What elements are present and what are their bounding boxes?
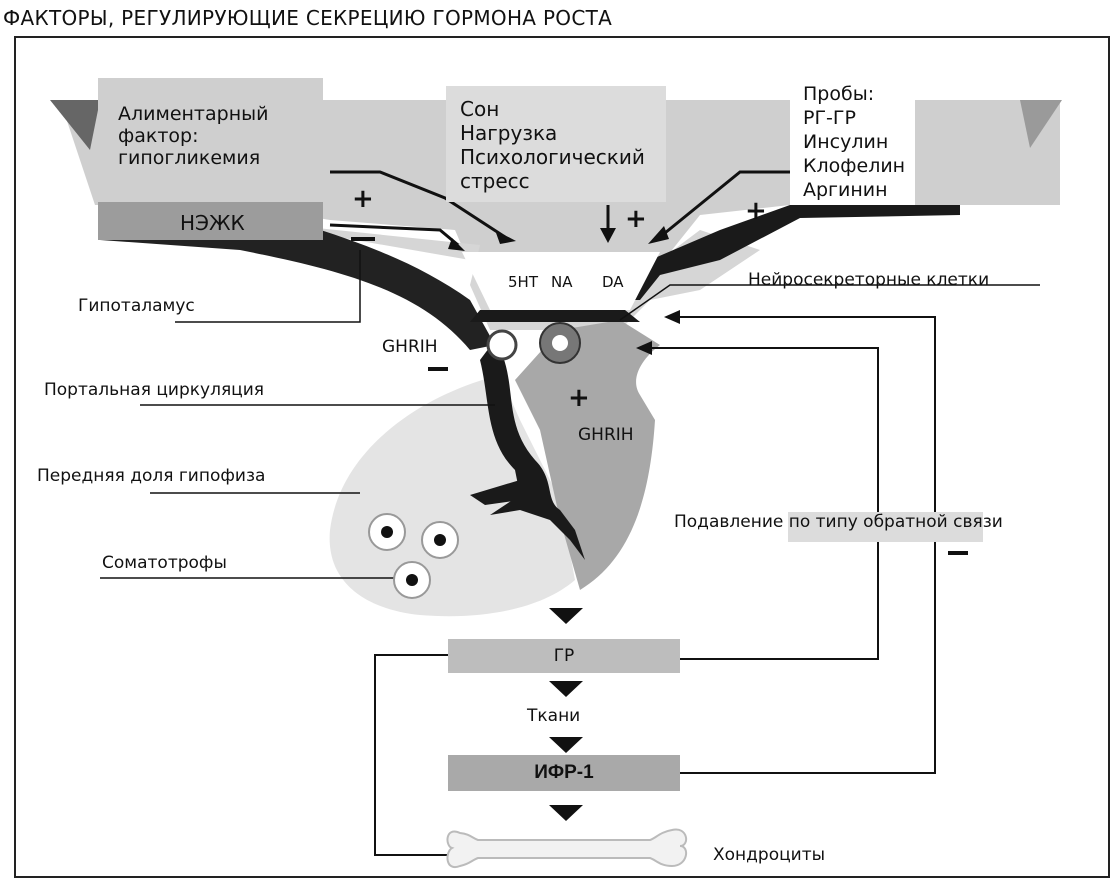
neurosecretory-label: Нейросекреторные клетки (748, 270, 989, 290)
gr-bar: ГР (448, 639, 680, 673)
bone-icon (447, 829, 686, 867)
alimentary-label: Алиментарный фактор: гипогликемия (118, 103, 268, 169)
ghrih-neuron (488, 331, 516, 359)
chondrocytes-label: Хондроциты (713, 845, 825, 865)
plus-sign-ghrh: + (568, 385, 590, 411)
somatotroph-nucleus (406, 574, 418, 586)
igf-bar: ИФР-1 (448, 755, 680, 791)
flow-arrow (549, 681, 583, 697)
feedback-label: Подавление по типу обратной связи (674, 512, 1003, 532)
nezhk-label: НЭЖК (180, 211, 245, 235)
somatotroph-nucleus (381, 526, 393, 538)
ghrih-top-label: GHRIH (382, 337, 438, 357)
minus-sign-ghrih (428, 367, 448, 371)
plus-sign-tests: + (745, 198, 767, 224)
somatotroph-nucleus (434, 534, 446, 546)
anterior-label: Передняя доля гипофиза (37, 466, 265, 486)
flow-arrow (549, 608, 583, 624)
tests-label: Пробы: РГ-ГР Инсулин Клофелин Аргинин (803, 82, 905, 202)
neurotransmitter-da: DA (602, 273, 624, 291)
neurotransmitter-5ht: 5HT (508, 273, 538, 291)
gr-to-chondrocytes (375, 655, 450, 855)
gr-label: ГР (448, 639, 680, 673)
hypothalamus-label: Гипоталамус (78, 296, 195, 316)
neurotransmitter-na: NA (551, 273, 572, 291)
flow-arrow (549, 805, 583, 821)
sleep-label: Сон Нагрузка Психологический стресс (460, 97, 645, 193)
tissues-label: Ткани (527, 706, 580, 726)
feedback-arrowhead (664, 310, 680, 324)
portal-label: Портальная циркуляция (44, 380, 264, 400)
minus-sign-alimentary (351, 237, 375, 241)
ghrh-neuron-core (552, 335, 568, 351)
somatotrophs-label: Соматотрофы (102, 553, 227, 573)
plus-sign-sleep: + (625, 206, 647, 232)
flow-arrow (549, 737, 583, 753)
neurotransmitter-floor (470, 310, 640, 322)
feedback-igf (667, 317, 935, 773)
ghrih-right-label: GHRIH (578, 425, 634, 445)
minus-sign-feedback (948, 551, 968, 555)
feedback-gr (640, 348, 878, 659)
igf-label: ИФР-1 (448, 755, 680, 791)
plus-sign-alimentary: + (352, 186, 374, 212)
